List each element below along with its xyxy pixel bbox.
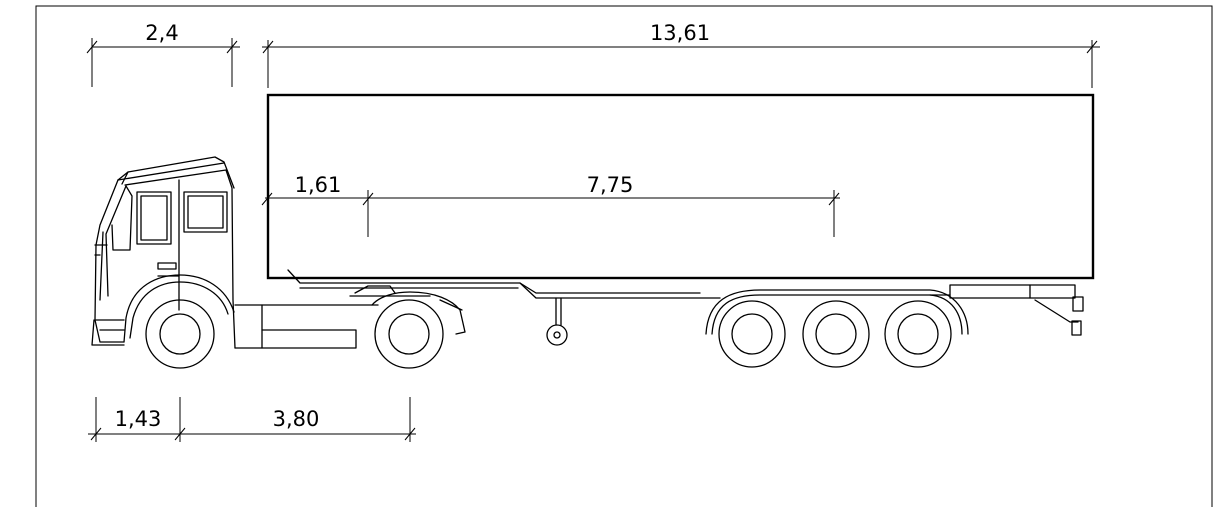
- dim-kingpin-offset: 1,61: [261, 173, 840, 237]
- landing-gear: [546, 297, 568, 346]
- dim-kingpin-to-axles-label: 7,75: [587, 173, 634, 197]
- dim-trailer-length-label: 13,61: [650, 21, 710, 45]
- tractor-rear-wheel: [374, 299, 444, 369]
- trailer-axles: [705, 289, 969, 368]
- trailer-wheel-1: [718, 300, 786, 368]
- trailer-wheel-3: [884, 300, 952, 368]
- dim-cab-width: 2,4: [86, 21, 240, 87]
- dim-wheelbase-label: 3,80: [273, 407, 320, 431]
- tractor-chassis: [234, 285, 466, 349]
- trailer-wheel-2: [802, 300, 870, 368]
- trailer-chassis: [287, 269, 1084, 346]
- tractor-front-wheel: [145, 299, 215, 369]
- dim-cab-width-label: 2,4: [145, 21, 178, 45]
- dim-wheelbase: 3,80: [180, 397, 416, 442]
- dim-kingpin-to-axles: 7,75: [587, 173, 840, 237]
- tractor-cab: [91, 156, 236, 349]
- dim-front-overhang: 1,43: [88, 397, 186, 442]
- trailer-box: [266, 93, 1095, 280]
- sheet-frame: [35, 5, 1213, 507]
- dim-trailer-length: 13,61: [262, 21, 1100, 88]
- dim-front-overhang-label: 1,43: [115, 407, 162, 431]
- dim-kingpin-offset-label: 1,61: [295, 173, 342, 197]
